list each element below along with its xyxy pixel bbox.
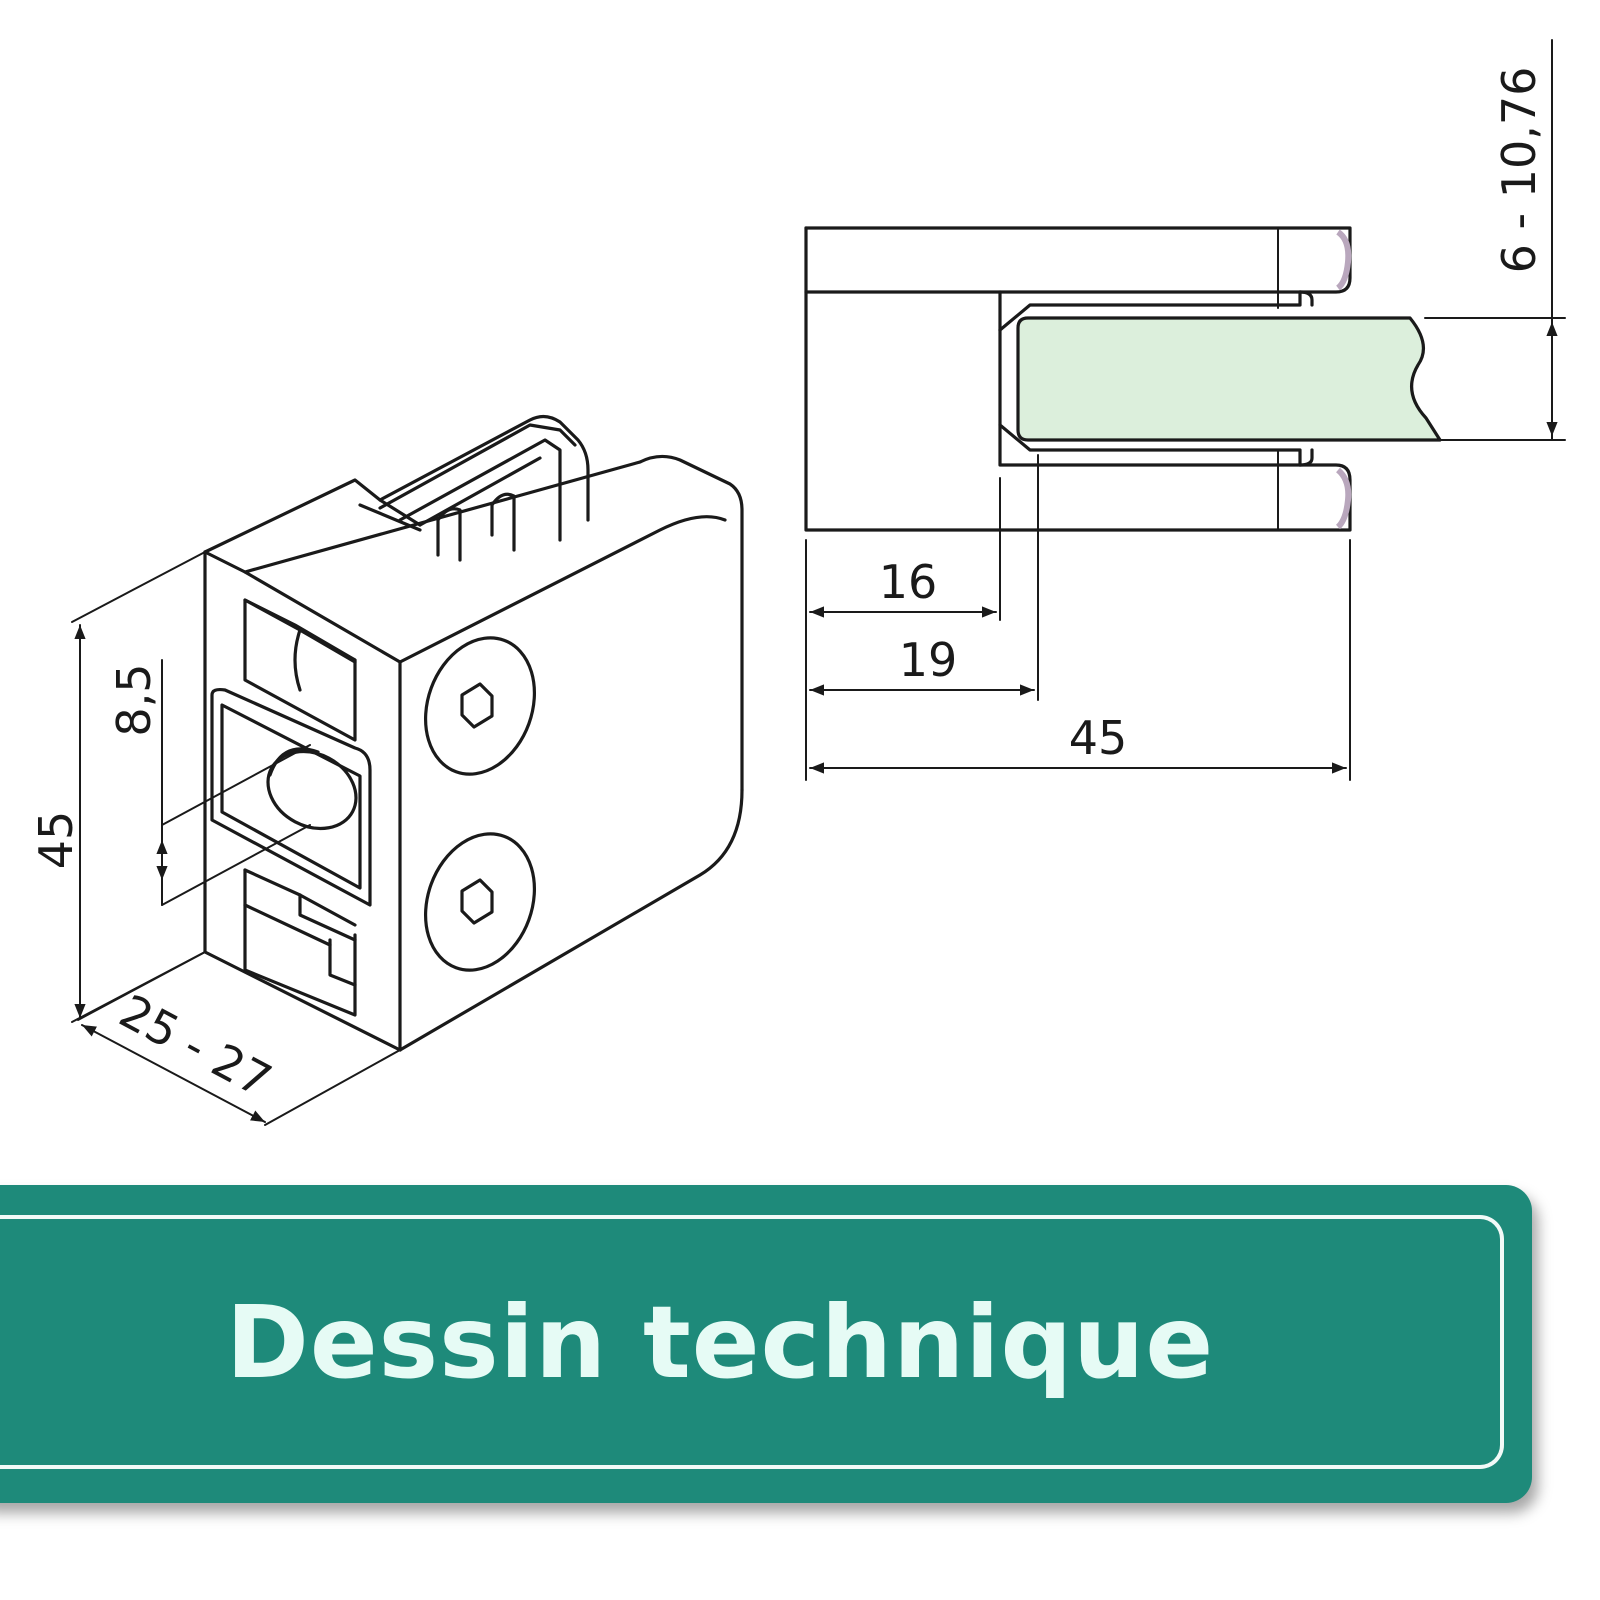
- screw-lower: [423, 832, 537, 972]
- dim-depth-16: 16: [879, 555, 938, 609]
- dim-glass-thickness: 6 - 10,76: [1492, 67, 1546, 274]
- screw-upper: [423, 636, 537, 776]
- technical-drawing: 45 8,5 25 - 27 6 - 1: [29, 39, 1566, 1126]
- banner-title: Dessin technique: [225, 1283, 1215, 1401]
- dim-depth-19: 19: [899, 633, 958, 687]
- title-banner: Dessin technique: [0, 1185, 1532, 1503]
- dim-width-45: 45: [1069, 711, 1128, 765]
- dim-iso-height: 45: [29, 811, 83, 870]
- isometric-view: 45 8,5 25 - 27: [29, 414, 744, 1126]
- title-banner-frame: Dessin technique: [0, 1215, 1504, 1469]
- dim-bore-offset: 8,5: [107, 663, 161, 736]
- glass-pane: [1016, 316, 1442, 442]
- dim-iso-depth: 25 - 27: [111, 984, 280, 1108]
- section-view: 6 - 10,76 16 19 45: [804, 39, 1566, 781]
